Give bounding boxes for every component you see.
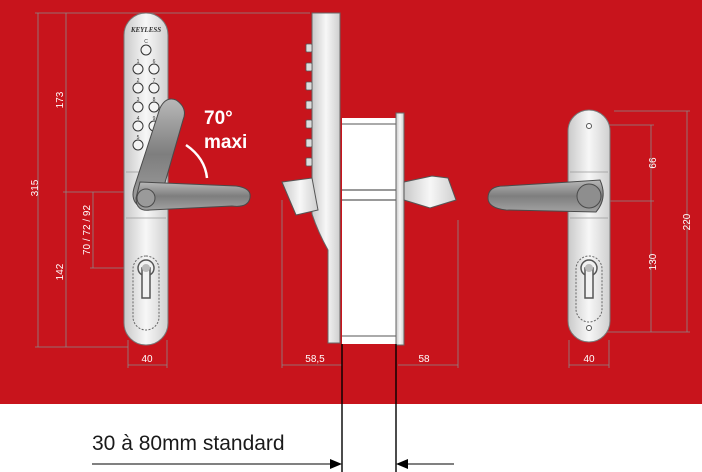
door-section bbox=[342, 118, 396, 344]
dim-front-projection: 58,5 bbox=[305, 354, 325, 365]
front-view: 315 173 142 70 / 72 / 92 40 KEYLESS C 1 … bbox=[30, 12, 310, 368]
brand-logo: KEYLESS bbox=[130, 26, 161, 34]
dim-spindle-options: 70 / 72 / 92 bbox=[82, 205, 93, 255]
side-back-plate bbox=[395, 112, 405, 346]
arrow-right-icon bbox=[396, 459, 408, 469]
front-cylinder bbox=[132, 255, 160, 331]
key-2 bbox=[132, 82, 144, 94]
key-label-4: 4 bbox=[137, 116, 140, 122]
key-6 bbox=[148, 63, 160, 75]
key-label-1: 1 bbox=[137, 59, 140, 65]
dim-back-lower: 130 bbox=[648, 253, 659, 270]
side-key-nubs bbox=[305, 43, 313, 167]
back-screw-bottom bbox=[586, 325, 592, 331]
side-keypad-body bbox=[311, 12, 341, 344]
back-lever bbox=[487, 179, 604, 213]
dim-back-upper: 66 bbox=[648, 157, 659, 169]
door-thickness-label: 30 à 80mm standard bbox=[92, 432, 285, 455]
key-label-3: 3 bbox=[137, 97, 140, 103]
angle-max-label: maxi bbox=[204, 132, 247, 153]
key-4 bbox=[132, 120, 144, 132]
dim-back-width: 40 bbox=[583, 354, 595, 365]
dim-front-width: 40 bbox=[141, 354, 153, 365]
key-label-6: 6 bbox=[153, 59, 156, 65]
key-8 bbox=[148, 101, 160, 113]
arrow-left-icon bbox=[330, 459, 342, 469]
key-c bbox=[140, 44, 152, 56]
dim-back-total: 220 bbox=[682, 213, 693, 230]
dim-total-height: 315 bbox=[30, 179, 41, 196]
keypad: C 1 6 2 7 3 8 4 9 5 0 bbox=[132, 39, 160, 151]
front-lever bbox=[135, 181, 251, 211]
key-label-5: 5 bbox=[137, 135, 140, 141]
angle-arc bbox=[185, 143, 209, 179]
key-5 bbox=[132, 139, 144, 151]
dim-upper-height: 173 bbox=[55, 91, 66, 108]
key-label-c: C bbox=[144, 39, 148, 45]
dim-back-projection: 58 bbox=[418, 354, 430, 365]
key-label-2: 2 bbox=[137, 78, 140, 84]
back-view: 66 130 220 40 bbox=[487, 109, 693, 368]
back-cylinder bbox=[575, 255, 603, 323]
back-plate bbox=[567, 109, 611, 343]
side-view: 58,5 58 30 à 80mm s bbox=[92, 12, 459, 472]
back-screw-top bbox=[586, 123, 592, 129]
key-label-8: 8 bbox=[153, 97, 156, 103]
key-label-7: 7 bbox=[153, 78, 156, 84]
key-3 bbox=[132, 101, 144, 113]
key-label-9: 9 bbox=[153, 116, 156, 122]
side-back-lever bbox=[403, 175, 457, 209]
key-7 bbox=[148, 82, 160, 94]
side-front-lever bbox=[281, 177, 319, 216]
dim-lower-height: 142 bbox=[55, 263, 66, 280]
angle-value: 70° bbox=[204, 108, 233, 129]
key-1 bbox=[132, 63, 144, 75]
